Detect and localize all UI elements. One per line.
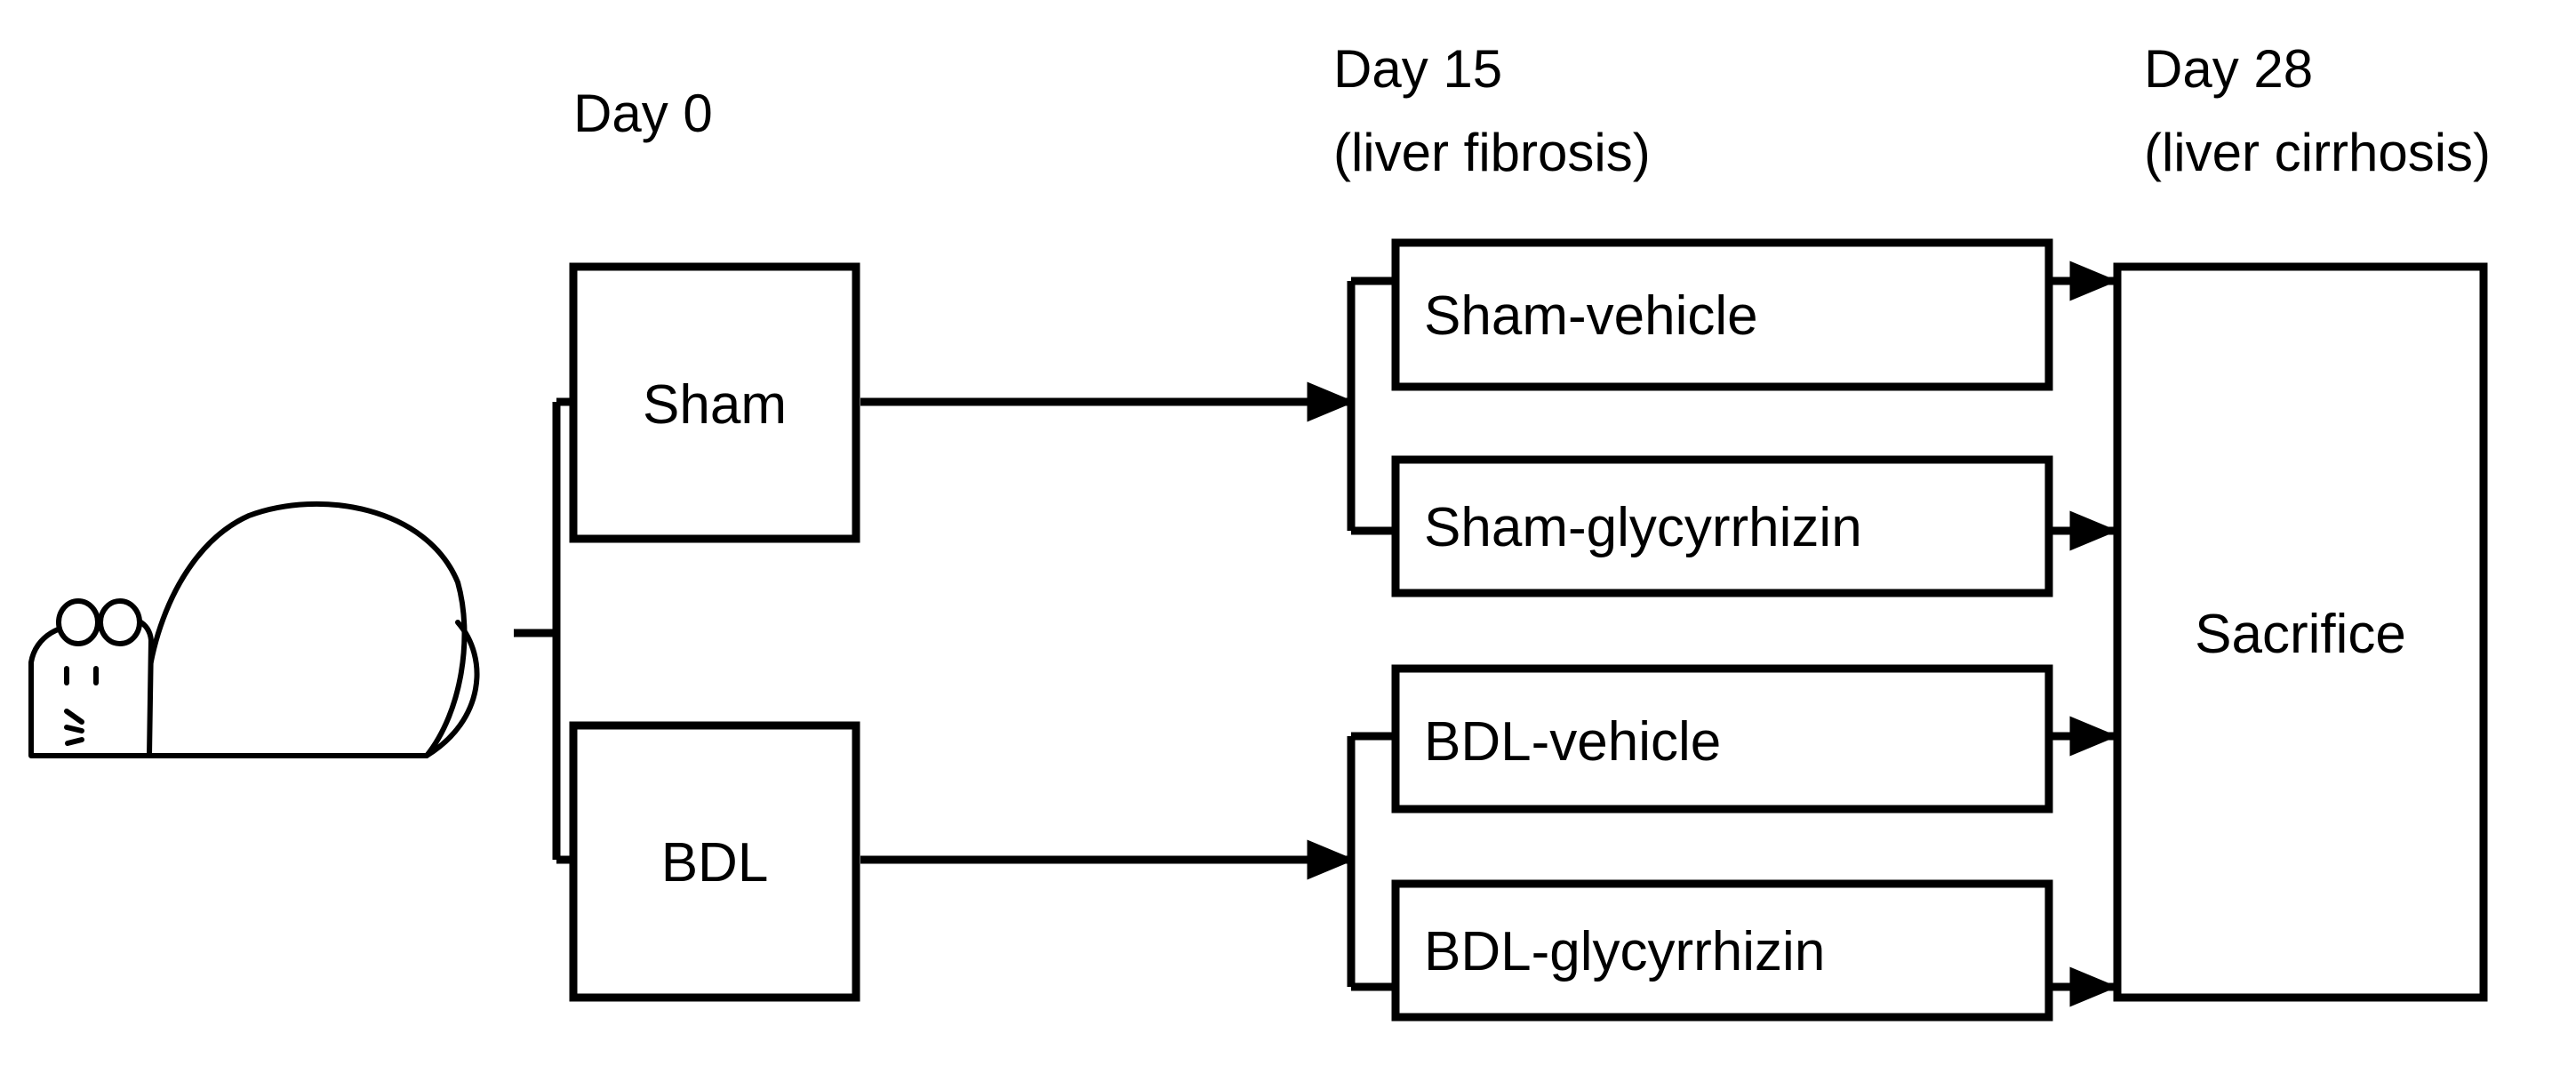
sham-label: Sham	[643, 374, 787, 436]
bdl-vehicle-label: BDL-vehicle	[1424, 711, 1721, 773]
day15-label: Day 15	[1333, 39, 1502, 99]
day15-note: (liver fibrosis)	[1333, 123, 1651, 182]
sham-vehicle-label: Sham-vehicle	[1424, 285, 1758, 347]
bdl-glycyrrhizin-box: BDL-glycyrrhizin	[1391, 879, 2053, 1022]
bdl-glycyrrhizin-label: BDL-glycyrrhizin	[1424, 921, 1825, 982]
sacrifice-label: Sacrifice	[2195, 604, 2406, 665]
mouse-icon	[28, 501, 480, 758]
sham-glycyrrhizin-label: Sham-glycyrrhizin	[1424, 497, 1862, 558]
sham-glycyrrhizin-box: Sham-glycyrrhizin	[1391, 455, 2053, 597]
connectors	[514, 260, 2118, 1007]
bdl-label: BDL	[661, 832, 769, 894]
day28-note: (liver cirrhosis)	[2144, 123, 2491, 182]
day28-label: Day 28	[2144, 39, 2313, 99]
bdl-box: BDL	[569, 721, 860, 1002]
sacrifice-box: Sacrifice	[2113, 262, 2488, 1002]
sham-box: Sham	[569, 262, 860, 543]
day0-label: Day 0	[573, 84, 713, 143]
sham-vehicle-box: Sham-vehicle	[1391, 238, 2053, 391]
bdl-vehicle-box: BDL-vehicle	[1391, 664, 2053, 814]
